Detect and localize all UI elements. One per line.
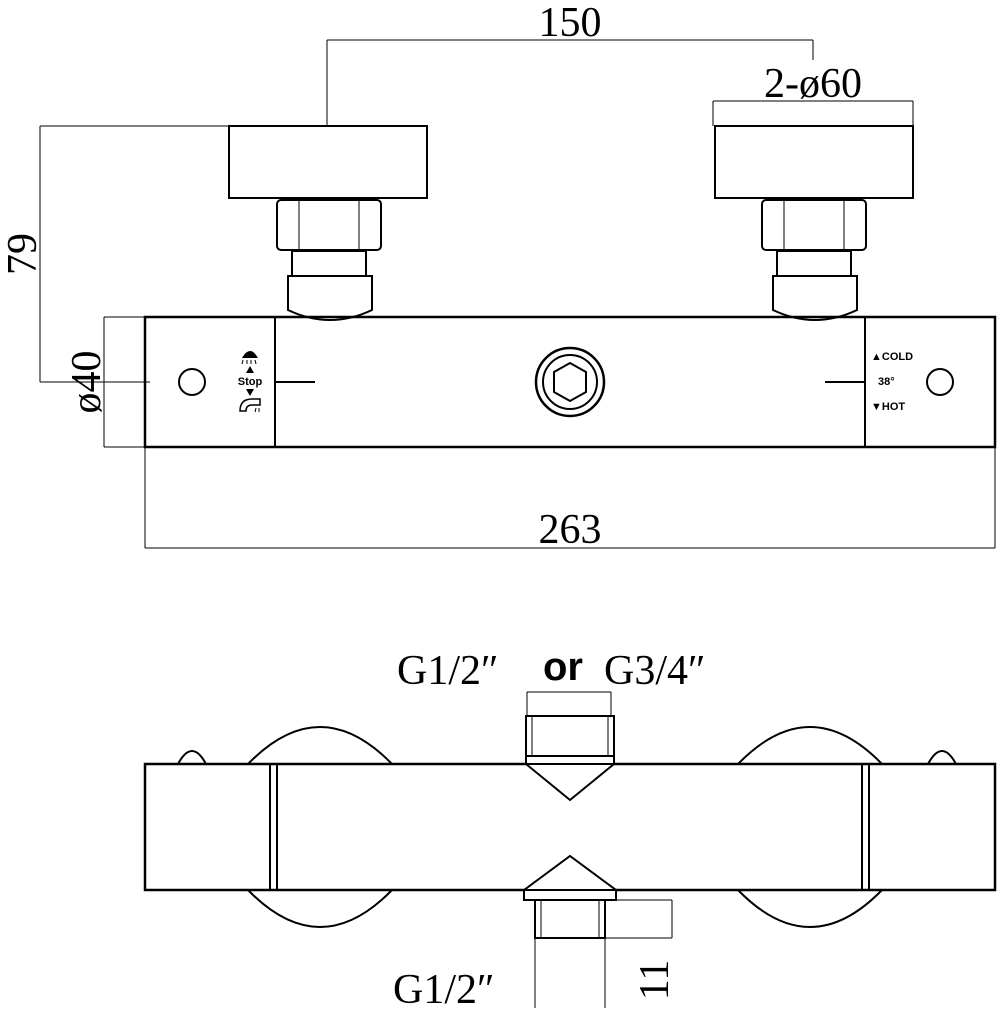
left-handle-disc [247, 726, 393, 928]
hot-label: ▼HOT [871, 401, 905, 413]
bottom-outlet-thread-label: G1/2″ [393, 967, 495, 1011]
dimension-body-diameter: ø40 [64, 316, 145, 448]
top-outlet-or-label: or [543, 645, 583, 689]
temperature-38-label: 38° [878, 376, 895, 388]
down-arrow-icon [246, 389, 254, 396]
dimension-handle-spacing: 150 [326, 0, 814, 126]
right-end-knob [927, 750, 957, 765]
right-handle [714, 125, 914, 321]
bottom-view: G1/2″ or G3/4″ [143, 645, 997, 1011]
up-arrow-icon [246, 366, 254, 373]
cold-label: ▲COLD [871, 351, 913, 363]
bottom-outlet-length-dimension: 11 [604, 899, 678, 1008]
left-screw-hole [178, 368, 206, 396]
bath-spout-icon [239, 398, 261, 413]
stop-label: Stop [238, 376, 263, 388]
dimension-150-label: 150 [539, 0, 602, 46]
dimension-263-label: 263 [539, 507, 602, 553]
thermostatic-body-top [143, 315, 997, 449]
diverter-labels: Stop [238, 351, 263, 413]
top-outlet-dimension [526, 691, 612, 716]
dimension-11-label: 11 [632, 960, 678, 1000]
top-view: 150 2-ø60 79 ø40 263 [0, 0, 997, 553]
dimension-height: 79 [0, 125, 230, 383]
shower-icon [241, 351, 258, 365]
top-outlet-thread-label: G1/2″ [397, 648, 499, 694]
left-handle [228, 125, 428, 321]
dimension-handle-diameter: 2-ø60 [712, 61, 914, 126]
top-outlet-fitting [523, 715, 617, 802]
dimension-d40-label: ø40 [64, 351, 110, 414]
bottom-outlet-fitting [520, 854, 620, 939]
top-outlet-alt-thread-label: G3/4″ [604, 648, 706, 694]
dimension-79-label: 79 [0, 233, 46, 275]
dimension-length: 263 [144, 447, 996, 553]
dimension-2-d60-label: 2-ø60 [764, 61, 862, 107]
right-handle-disc [737, 726, 883, 928]
right-screw-hole [926, 368, 954, 396]
center-hex-outlet [534, 346, 606, 418]
left-end-knob [177, 750, 207, 765]
temperature-labels: ▲COLD 38° ▼HOT [871, 351, 913, 413]
